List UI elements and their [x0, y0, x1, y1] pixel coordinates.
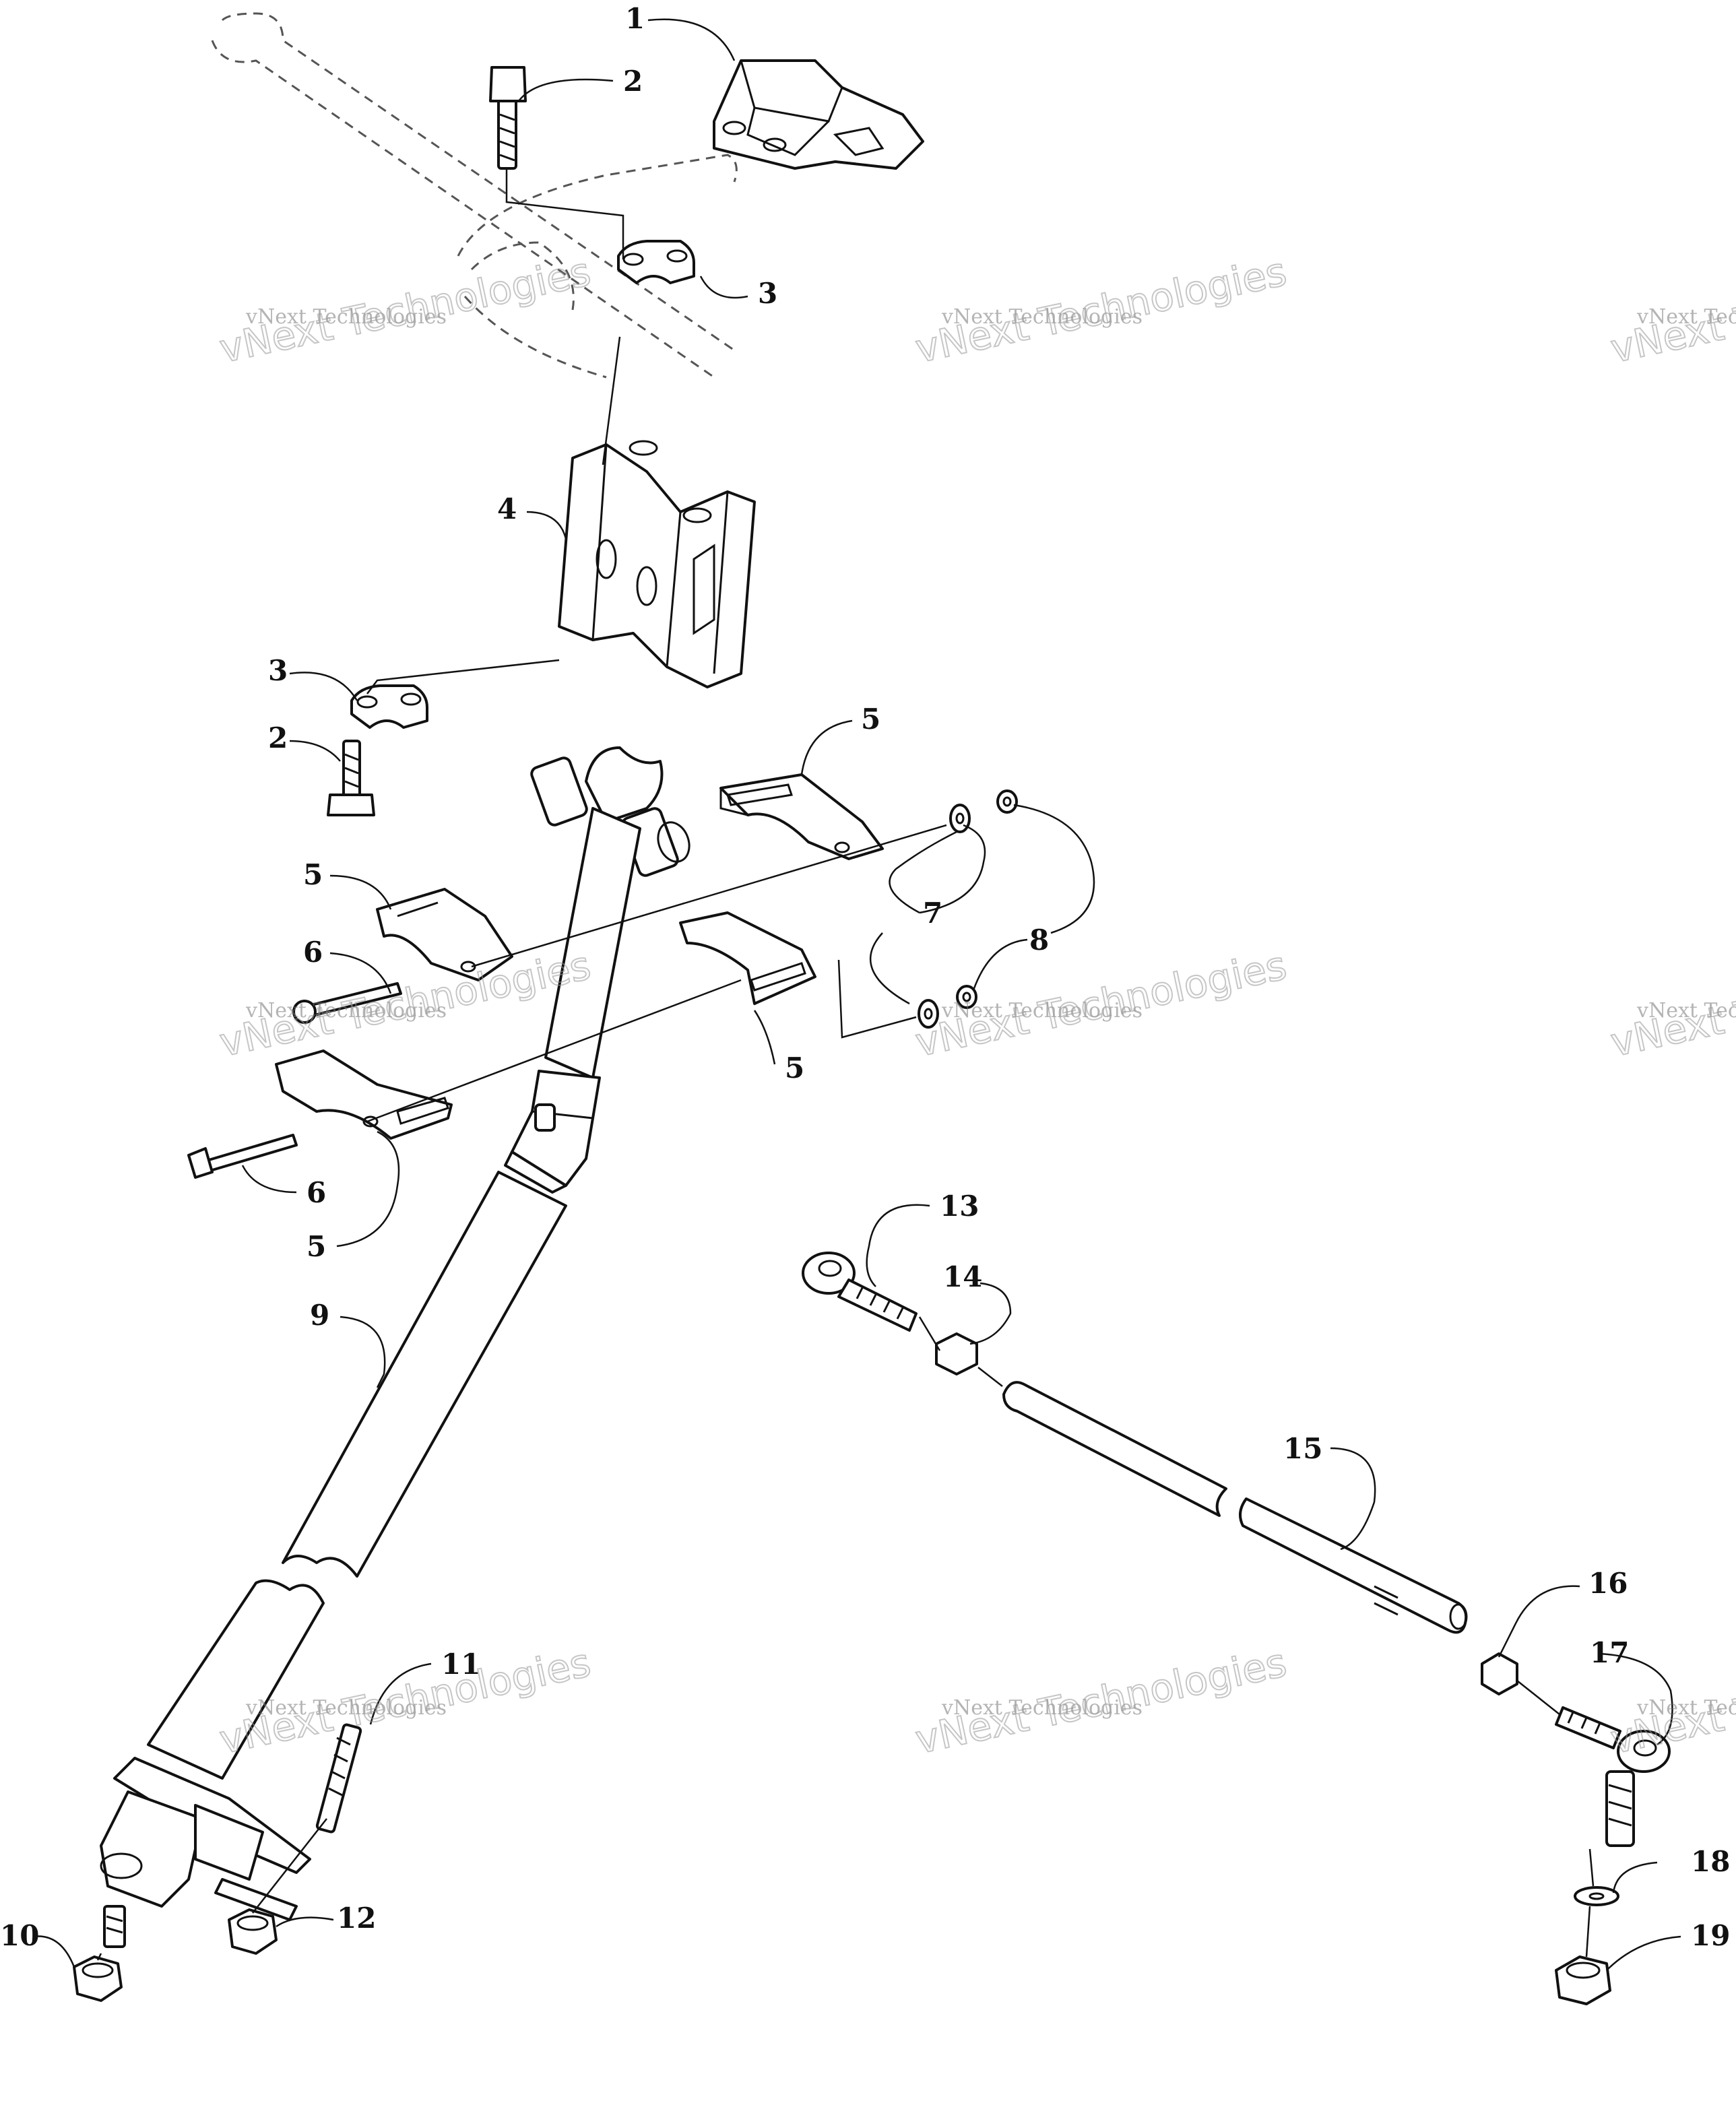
part-5-clamp-upper-right [719, 773, 884, 860]
part-5-clamp-mid-left [376, 888, 513, 981]
callout-6-lower: 6 [307, 1176, 326, 1209]
svg-text:vNext Technologies: vNext Technologies [941, 999, 1143, 1023]
callout-2-bottom: 2 [268, 721, 288, 754]
svg-text:vNext Technologies: vNext Technologies [941, 1696, 1143, 1720]
callout-1: 1 [625, 2, 645, 35]
part-8-nut-upper [996, 789, 1018, 814]
callout-4: 4 [497, 492, 517, 525]
watermark: vNext Technologies vNext Technologies [215, 248, 595, 373]
part-7-washer-upper [949, 804, 971, 833]
part-16-jam-nut [1481, 1652, 1518, 1695]
callout-11: 11 [441, 1648, 480, 1681]
callout-3-bottom: 3 [268, 654, 288, 687]
part-4-riser-block [558, 440, 756, 688]
part-10-nut [73, 1955, 123, 2002]
part-14-jam-nut [935, 1332, 978, 1375]
part-12-nut [228, 1908, 278, 1955]
svg-text:vNext Technologies: vNext Technologies [1636, 1696, 1736, 1720]
part-6-bolt-lower [187, 1134, 298, 1179]
part-13-tie-rod-end [802, 1252, 918, 1332]
callout-5-mid-left: 5 [303, 858, 323, 891]
part-2-bolt-top [489, 66, 527, 170]
callout-leaders [33, 18, 1681, 1971]
part-5-clamp-mid-right [679, 911, 816, 1005]
callout-7: 7 [923, 897, 942, 930]
part-6-bolt-upper [292, 982, 402, 1024]
part-2-bolt-bottom [327, 740, 375, 816]
callout-13: 13 [940, 1190, 979, 1223]
part-9-steering-shaft [147, 1171, 567, 1780]
watermark: vNext Technologies vNext Technologies [911, 942, 1291, 1066]
part-3-cap-bottom [350, 684, 428, 729]
svg-text:vNext Technologies: vNext Technologies [1636, 999, 1736, 1023]
part-11-bolt [315, 1723, 362, 1834]
callout-17: 17 [1590, 1636, 1629, 1669]
callout-15: 15 [1283, 1432, 1322, 1465]
handlebar-ghost-outline [211, 12, 738, 379]
watermark: vNext Technologies vNext Technologies [911, 1639, 1291, 1763]
part-7-washer-lower [918, 999, 939, 1029]
lower-bearing-flange [100, 1757, 311, 1948]
part-3-cap-top [617, 240, 695, 284]
part-19-nut [1555, 1955, 1611, 2005]
callout-5-upper-right: 5 [861, 703, 880, 736]
part-17-tie-rod-end [1555, 1706, 1671, 1847]
svg-text:vNext Technologies: vNext Technologies [245, 305, 447, 329]
part-5-clamp-lower-left [275, 1049, 453, 1140]
callout-8: 8 [1029, 924, 1049, 957]
assembly-lines [96, 168, 1595, 1961]
part-15-tie-rod [1002, 1381, 1468, 1634]
part-8-nut-lower [956, 985, 977, 1009]
universal-joint [504, 1070, 601, 1194]
callout-18: 18 [1691, 1845, 1730, 1878]
watermark: vNext Technologies vNext Technologies [1606, 248, 1736, 373]
callout-12: 12 [337, 1902, 376, 1935]
callout-5-mid-right: 5 [785, 1051, 804, 1084]
callout-2-top: 2 [623, 65, 643, 98]
svg-text:vNext Technologies: vNext Technologies [245, 999, 447, 1023]
callout-6-upper: 6 [303, 936, 323, 969]
watermarks: vNext Technologies vNext Technologies vN… [215, 248, 1736, 1763]
callout-19: 19 [1691, 1919, 1730, 1952]
callout-16: 16 [1588, 1567, 1628, 1600]
callout-10: 10 [0, 1919, 39, 1952]
callout-14: 14 [943, 1260, 982, 1293]
watermark: vNext Technologies vNext Technologies [1606, 942, 1736, 1066]
part-18-washer [1574, 1886, 1619, 1906]
svg-text:vNext Technologies: vNext Technologies [941, 305, 1143, 329]
callout-labels: 1 2 3 4 3 2 5 5 6 7 8 5 6 5 13 14 9 15 1… [0, 2, 1730, 1952]
steering-column-upper [544, 807, 641, 1079]
part-1-cover [713, 59, 924, 170]
callout-5-lower-left: 5 [307, 1230, 326, 1263]
watermark: vNext Technologies vNext Technologies [215, 942, 595, 1066]
callout-9: 9 [310, 1299, 329, 1332]
callout-3-top: 3 [758, 277, 777, 310]
svg-text:vNext Technologies: vNext Technologies [1636, 305, 1736, 329]
svg-text:vNext Technologies: vNext Technologies [245, 1696, 447, 1720]
watermark: vNext Technologies vNext Technologies [911, 248, 1291, 373]
